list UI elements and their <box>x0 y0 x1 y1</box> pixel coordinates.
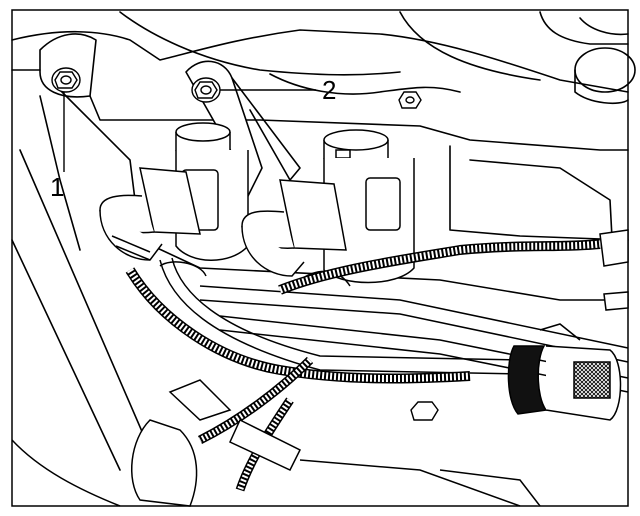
callout-label-1: 1 <box>50 172 65 202</box>
lower-connectors <box>11 379 541 507</box>
top-right-component <box>539 11 629 45</box>
bolt-3 <box>398 91 422 109</box>
callout-label-2: 2 <box>322 75 337 105</box>
solenoid-valve-left <box>99 122 249 261</box>
hose-middle <box>199 285 629 349</box>
bolt-4 <box>410 401 439 421</box>
solenoid-valve-right <box>241 129 415 284</box>
right-connector <box>599 229 629 311</box>
frame <box>11 9 629 507</box>
upper-housing-outline <box>11 29 629 93</box>
leader-lines <box>63 89 316 172</box>
bolt-2 <box>191 77 221 103</box>
hose-clamp <box>507 323 622 421</box>
hose-lower <box>159 259 521 375</box>
bolt-1 <box>51 67 81 93</box>
